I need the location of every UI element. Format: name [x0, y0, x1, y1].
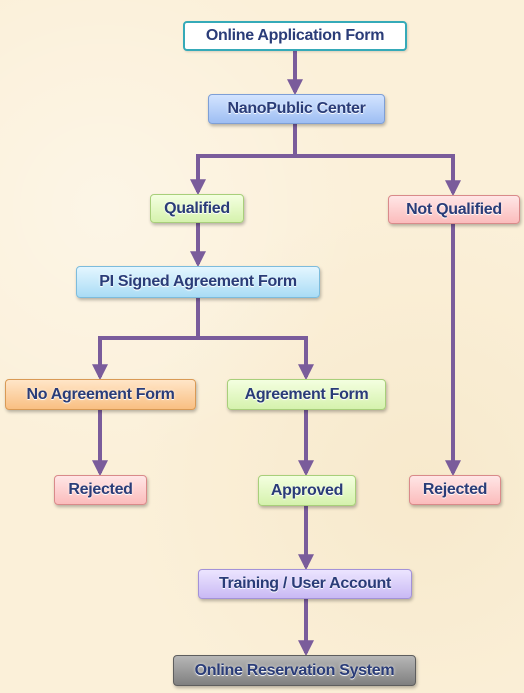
- arrow-pi-form-to-agreement: [198, 336, 314, 381]
- agreement-form-box: Agreement Form: [227, 379, 386, 410]
- online-reservation-system-box: Online Reservation System: [173, 655, 416, 686]
- qualified-box: Qualified: [150, 194, 244, 223]
- training-user-account-box: Training / User Account: [198, 569, 412, 599]
- arrow-pi-form-to-no-agreement: [92, 298, 200, 381]
- nanopublic-center-box: NanoPublic Center: [208, 94, 385, 124]
- pi-signed-agreement-form-box: PI Signed Agreement Form: [76, 266, 320, 298]
- not-qualified-box: Not Qualified: [388, 195, 520, 224]
- rejected-box-no-agreement: Rejected: [54, 475, 147, 505]
- arrow-center-to-not-qualified: [295, 154, 461, 197]
- arrow-center-to-qualified: [190, 124, 297, 196]
- approved-box: Approved: [258, 475, 356, 506]
- no-agreement-form-box: No Agreement Form: [5, 379, 196, 410]
- rejected-box-not-qualified: Rejected: [409, 475, 501, 505]
- online-application-form-box: Online Application Form: [183, 21, 407, 51]
